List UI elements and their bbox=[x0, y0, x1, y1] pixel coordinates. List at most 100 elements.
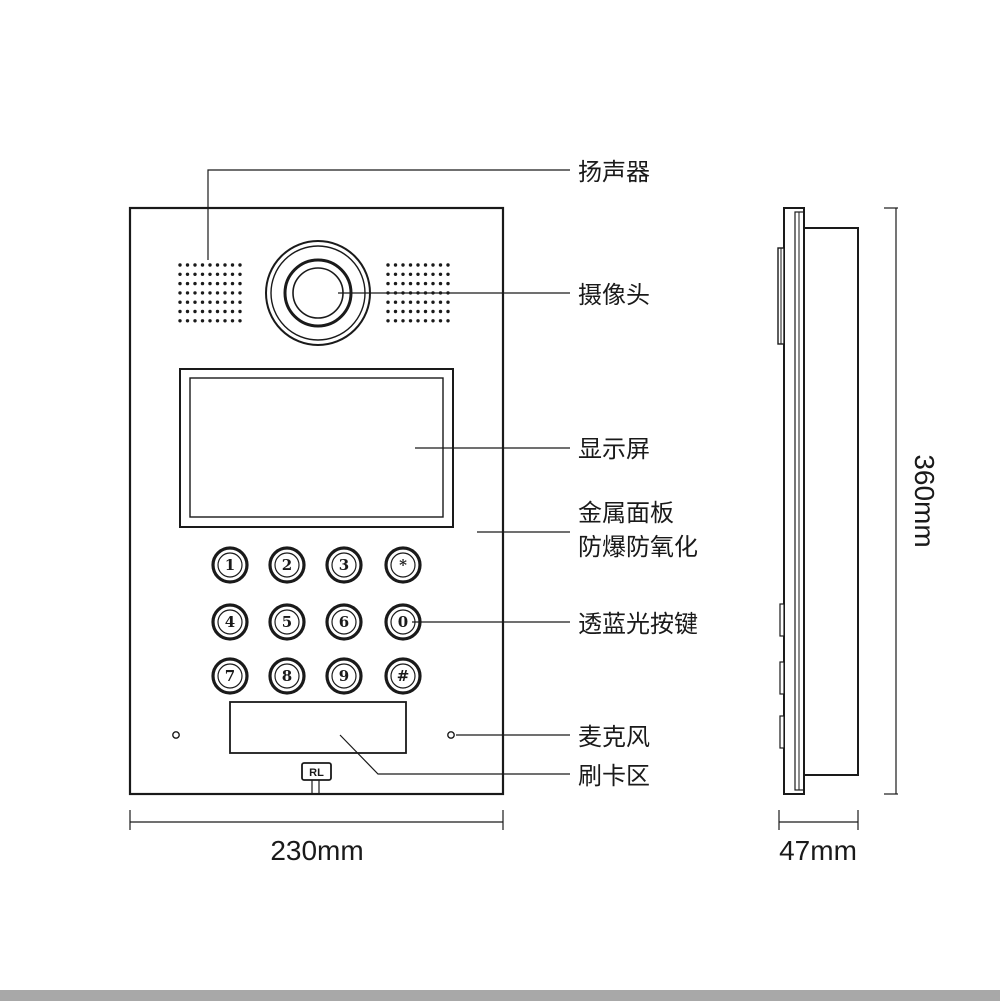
key-button[interactable]: 1 bbox=[211, 546, 249, 584]
key-button[interactable]: 4 bbox=[211, 603, 249, 641]
speaker-hole bbox=[223, 281, 227, 286]
leader-speaker bbox=[207, 169, 570, 260]
key-button[interactable]: 8 bbox=[268, 657, 306, 695]
speaker-hole bbox=[208, 291, 212, 295]
speaker-hole bbox=[431, 272, 435, 276]
speaker-hole bbox=[386, 300, 390, 304]
speaker-hole bbox=[185, 309, 190, 314]
key-label: 4 bbox=[225, 613, 235, 631]
speaker-hole bbox=[230, 281, 235, 286]
display-bezel bbox=[179, 368, 454, 528]
key-label: 1 bbox=[225, 556, 235, 574]
key-inner-ring bbox=[217, 609, 243, 635]
key-button[interactable]: 6 bbox=[325, 603, 363, 641]
key-label: 9 bbox=[339, 667, 349, 685]
speaker-hole bbox=[438, 263, 443, 267]
speaker-hole bbox=[431, 300, 435, 304]
speaker-hole bbox=[200, 309, 205, 314]
label-panel-line2: 防爆防氧化 bbox=[578, 533, 698, 561]
speaker-hole bbox=[386, 309, 390, 314]
side-back-box bbox=[802, 227, 859, 776]
speaker-hole bbox=[208, 309, 212, 314]
speaker-hole bbox=[431, 319, 435, 323]
dim-depth-label: 47mm bbox=[779, 835, 857, 866]
speaker-hole bbox=[401, 272, 405, 276]
speaker-hole bbox=[193, 272, 197, 276]
card-reader-area bbox=[229, 701, 407, 754]
speaker-hole bbox=[431, 309, 435, 314]
speaker-hole bbox=[386, 272, 390, 276]
key-inner-ring bbox=[274, 609, 300, 635]
bottom-bar bbox=[0, 990, 1000, 1001]
speaker-hole bbox=[178, 300, 182, 304]
key-label: 6 bbox=[339, 613, 349, 631]
speaker-hole bbox=[185, 291, 190, 295]
speaker-hole bbox=[423, 272, 428, 276]
label-panel-line1: 金属面板 bbox=[578, 499, 674, 527]
speaker-hole bbox=[238, 272, 242, 276]
speaker-hole bbox=[215, 309, 220, 314]
speaker-hole bbox=[215, 272, 220, 276]
speaker-hole bbox=[193, 291, 197, 295]
callout-labels: 扬声器 摄像头 显示屏 金属面板 防爆防氧化 透蓝光按键 麦克风 刷卡区 bbox=[578, 158, 698, 790]
key-label: 2 bbox=[282, 556, 292, 574]
speaker-hole bbox=[416, 319, 420, 323]
rl-logo: RL bbox=[301, 762, 332, 794]
key-label: * bbox=[399, 556, 407, 574]
speaker-hole bbox=[386, 319, 390, 323]
speaker-hole bbox=[408, 281, 413, 286]
speaker-hole bbox=[438, 281, 443, 286]
side-key-bump-2 bbox=[779, 661, 785, 695]
speaker-hole bbox=[446, 319, 450, 323]
key-button[interactable]: 7 bbox=[211, 657, 249, 695]
speaker-hole bbox=[393, 319, 398, 323]
key-label: 7 bbox=[225, 667, 235, 685]
speaker-hole bbox=[423, 309, 428, 314]
key-label: 8 bbox=[282, 667, 292, 685]
speaker-hole bbox=[223, 291, 227, 295]
label-card-area: 刷卡区 bbox=[578, 762, 650, 790]
speaker-hole bbox=[223, 319, 227, 323]
display-screen bbox=[179, 368, 454, 528]
key-inner-ring bbox=[274, 552, 300, 578]
key-button[interactable]: 9 bbox=[325, 657, 363, 695]
speaker-hole bbox=[215, 281, 220, 286]
speaker-hole bbox=[178, 291, 182, 295]
speaker-hole bbox=[215, 319, 220, 323]
speaker-hole bbox=[408, 272, 413, 276]
label-keys: 透蓝光按键 bbox=[578, 610, 698, 638]
speaker-hole bbox=[438, 319, 443, 323]
key-button[interactable]: * bbox=[384, 546, 422, 584]
speaker-hole bbox=[208, 319, 212, 323]
key-button[interactable]: 3 bbox=[325, 546, 363, 584]
speaker-hole bbox=[230, 309, 235, 314]
speaker-hole bbox=[215, 300, 220, 304]
key-button[interactable]: 2 bbox=[268, 546, 306, 584]
speaker-hole bbox=[446, 281, 450, 286]
speaker-hole bbox=[178, 272, 182, 276]
speaker-hole bbox=[438, 309, 443, 314]
speaker-grille-right bbox=[386, 263, 450, 323]
microphone-hole-left bbox=[172, 731, 180, 739]
key-inner-ring bbox=[390, 663, 416, 689]
speaker-hole bbox=[230, 272, 235, 276]
speaker-hole bbox=[178, 309, 182, 314]
speaker-grille-left bbox=[178, 263, 242, 323]
speaker-hole bbox=[401, 300, 405, 304]
speaker-hole bbox=[393, 281, 398, 286]
speaker-hole bbox=[193, 300, 197, 304]
speaker-hole bbox=[423, 281, 428, 286]
speaker-hole bbox=[446, 300, 450, 304]
speaker-hole bbox=[200, 291, 205, 295]
key-button[interactable]: 5 bbox=[268, 603, 306, 641]
speaker-hole bbox=[223, 263, 227, 267]
speaker-hole bbox=[416, 272, 420, 276]
speaker-hole bbox=[438, 300, 443, 304]
speaker-hole bbox=[401, 309, 405, 314]
key-button[interactable]: # bbox=[384, 657, 422, 695]
speaker-hole bbox=[200, 281, 205, 286]
dim-width-label: 230mm bbox=[270, 835, 363, 866]
key-label: 3 bbox=[339, 556, 349, 574]
speaker-hole bbox=[431, 263, 435, 267]
